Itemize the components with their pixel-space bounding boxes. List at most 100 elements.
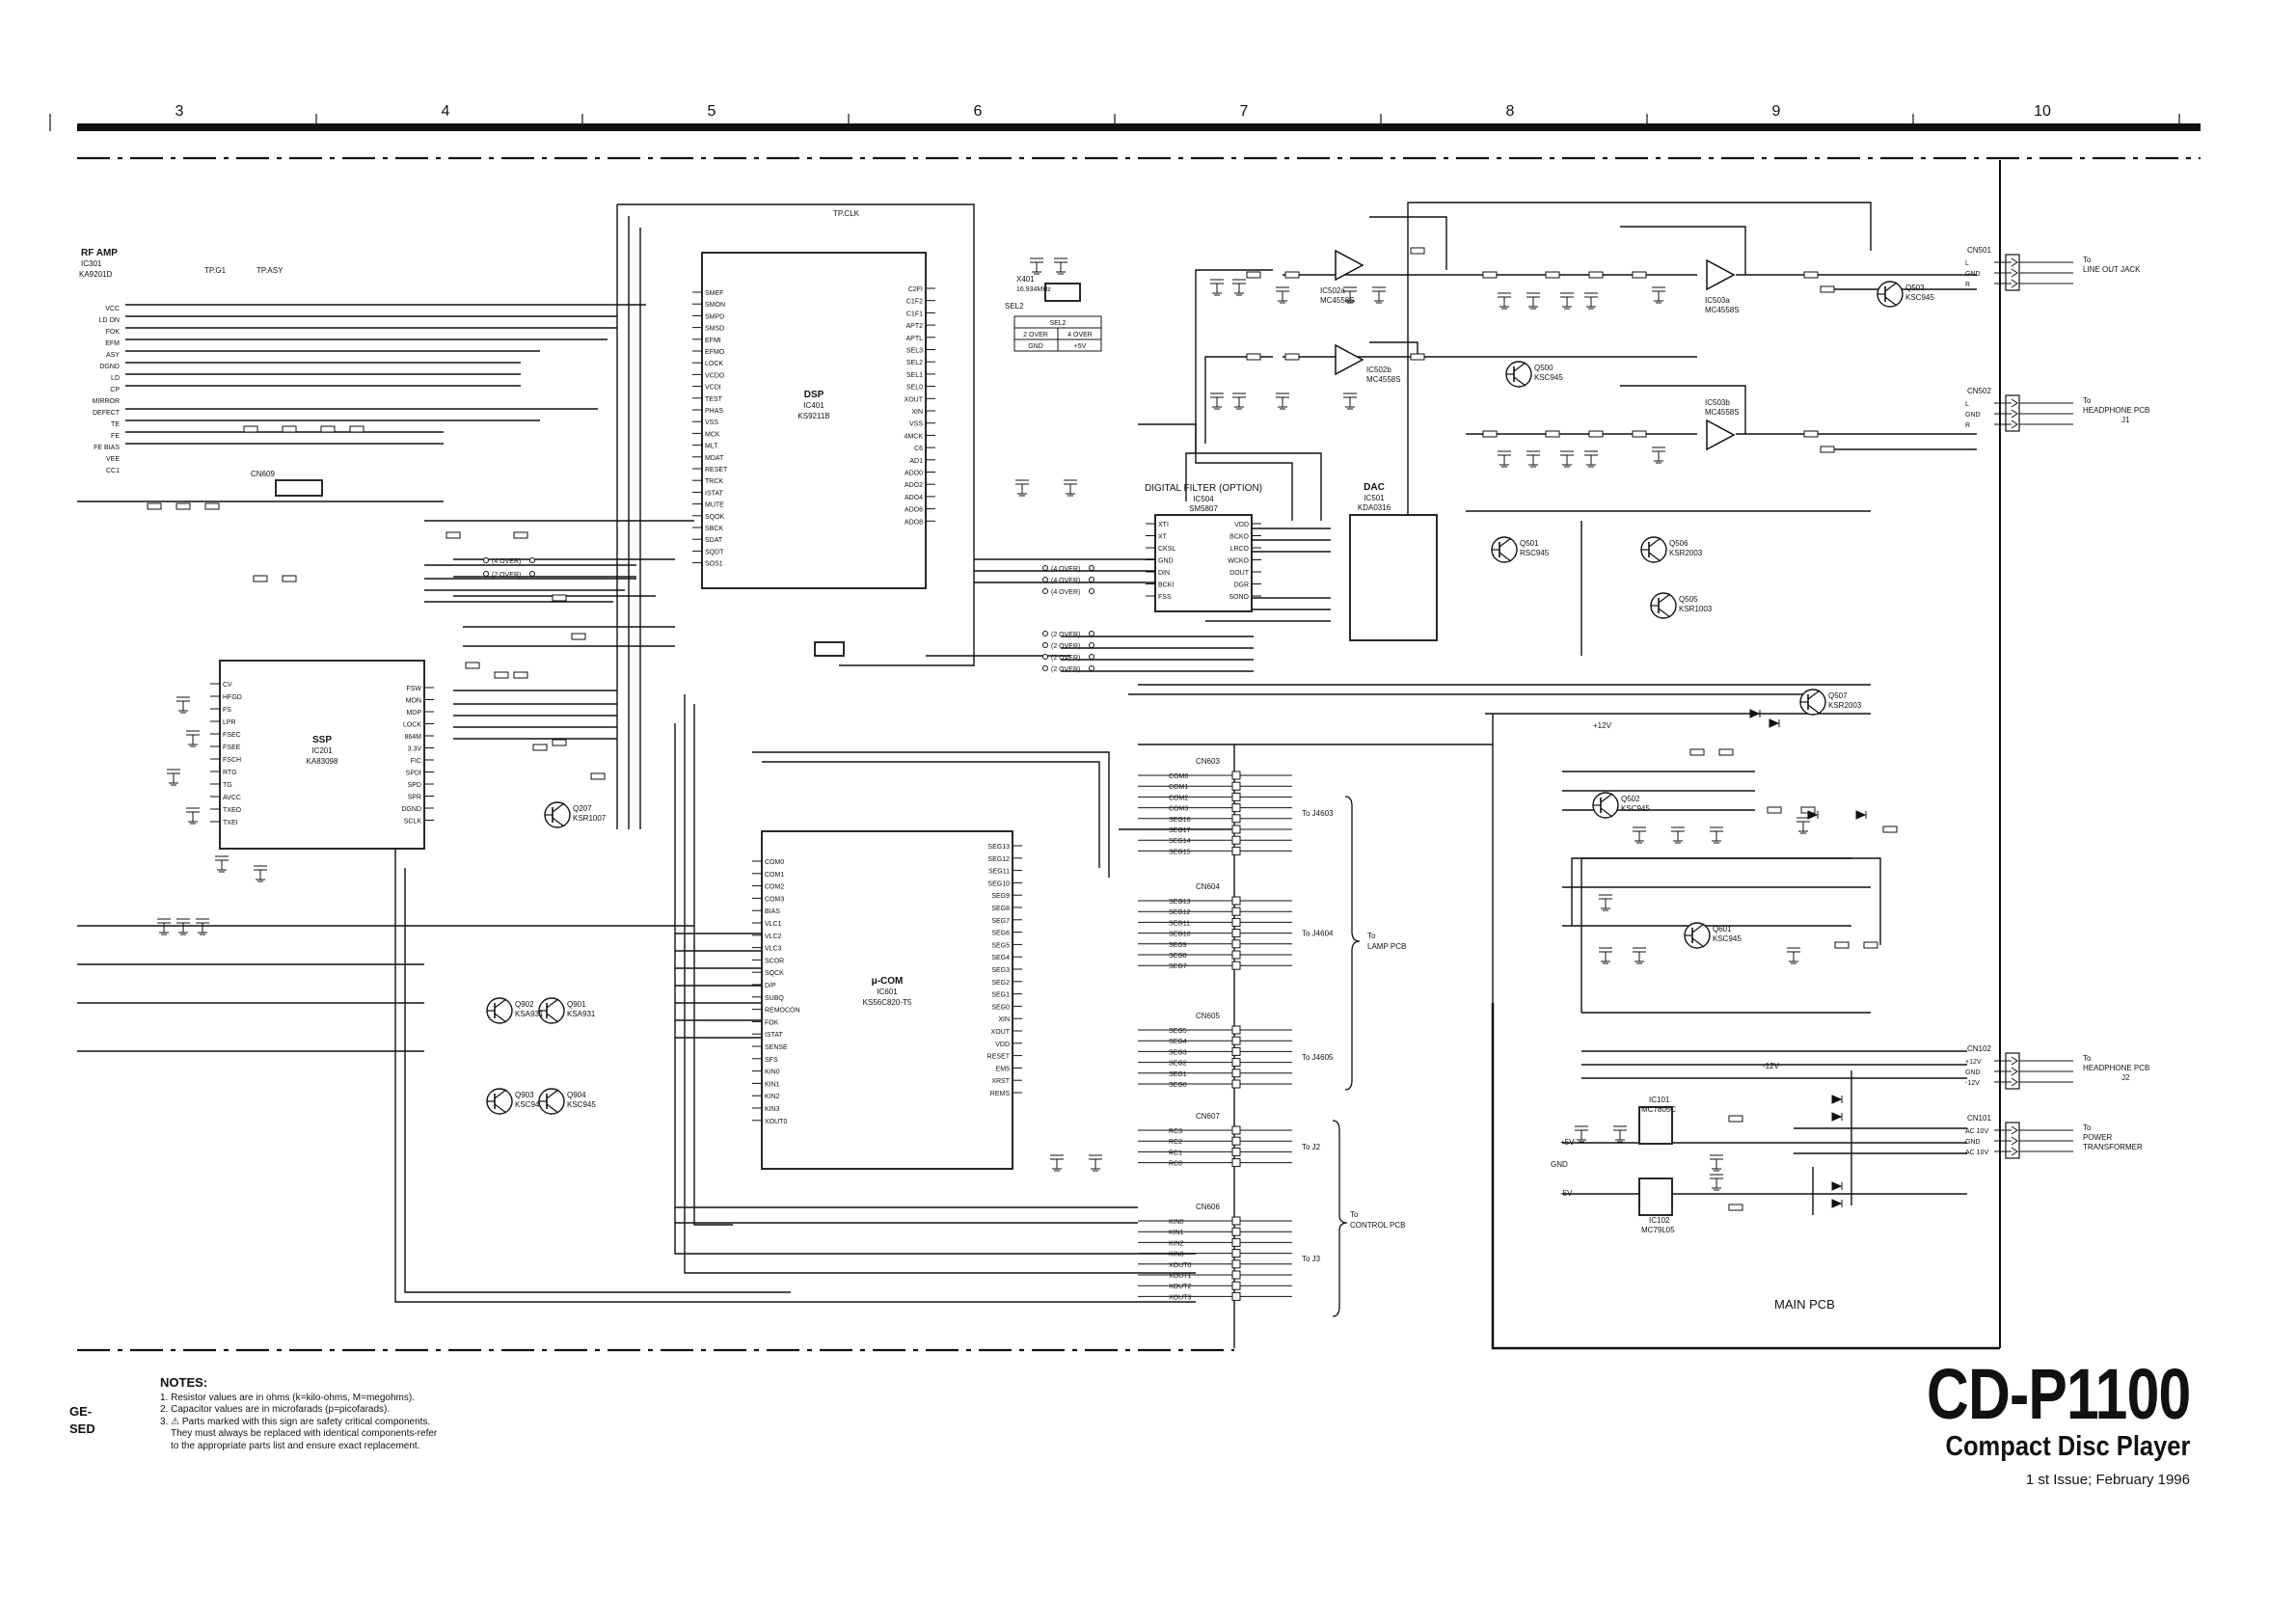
resistor	[204, 502, 220, 510]
dsp-pin-label: PHAS	[705, 408, 723, 415]
connector-pin-label: SEG9	[1169, 942, 1187, 949]
ucom-pin-label: COM2	[765, 884, 784, 891]
dsp-pin-label: ADO6	[905, 507, 923, 514]
connector-pin-label: SEG11	[1169, 920, 1190, 927]
ucom-pin-label: EM5	[996, 1066, 1011, 1072]
output-pin-label: AC 10V	[1965, 1128, 1988, 1135]
output-destination: To	[2083, 1123, 2092, 1132]
resistor	[513, 531, 528, 539]
over-label: (4 OVER)	[1051, 566, 1080, 573]
transistor-ref: Q501	[1520, 539, 1539, 548]
diode	[1749, 709, 1761, 718]
resistor	[176, 502, 191, 510]
ucom-pin-label: COM0	[765, 859, 784, 866]
output-suffix: J1	[2121, 416, 2130, 424]
ssp-pin-label: FSW	[406, 686, 421, 692]
ssp-pin-label: FSEC	[223, 732, 241, 739]
rail-minus5: -5V	[1560, 1189, 1573, 1198]
connector-pin-label: RC2	[1169, 1139, 1182, 1146]
resistor	[243, 425, 258, 433]
sel-table-r0c0: 2 OVER	[1023, 332, 1048, 338]
ic101-chip	[1638, 1106, 1673, 1145]
transistor-ref: Q901	[567, 1000, 586, 1009]
dsp-pin-label: RESET	[705, 467, 728, 474]
resistor	[1284, 271, 1300, 279]
connector-pin-label: KIN1	[1169, 1230, 1184, 1236]
dsp-pin-label: SMSD	[705, 326, 724, 333]
rf-amp-part: KA9201D	[79, 270, 112, 279]
resistor	[552, 594, 567, 602]
resistor	[1803, 271, 1819, 279]
ucom-pin-label: SEG8	[991, 906, 1010, 912]
ssp-title: SSP	[312, 735, 332, 745]
sel-table-title: SEL2	[1049, 320, 1066, 327]
cut-label-1: GE-	[69, 1404, 93, 1419]
ucom-pin-label: SEG1	[991, 992, 1010, 999]
pin-stubs	[210, 287, 1261, 1122]
dsp-pin-label: ADO0	[905, 471, 923, 477]
svg-text:IC503a: IC503a	[1705, 296, 1730, 305]
connector-pin-label: RC0	[1169, 1161, 1182, 1168]
opamp-ic503b: IC503b MC4558S	[1705, 398, 1740, 451]
connector-pin-label: SEG2	[1169, 1061, 1187, 1068]
transistor-ref: Q505	[1679, 595, 1698, 604]
cut-edge-labels: GE- SED	[69, 1403, 95, 1438]
transistor-ref: Q507	[1828, 691, 1848, 700]
ic102-ref: IC102	[1649, 1216, 1670, 1225]
connector-destination: To J4603	[1302, 809, 1334, 818]
ucom-pin-label: KIN1	[765, 1081, 780, 1088]
ssp-pin-label: 864M	[404, 734, 421, 741]
column-number: 8	[1506, 103, 1515, 120]
output-pin-label: +12V	[1965, 1059, 1982, 1066]
title-block: CD-P1100 Compact Disc Player 1 st Issue;…	[1869, 1358, 2191, 1489]
resistor	[1545, 430, 1560, 438]
opamp-ic502a: IC502a MC4558S	[1320, 249, 1364, 305]
transistor-part: KSA931	[567, 1010, 596, 1018]
svg-text:MC4558S: MC4558S	[1320, 296, 1355, 305]
filter-pin-label: BCKO	[1229, 534, 1249, 541]
resistor	[1820, 285, 1835, 293]
notes-block: NOTES: 1. Resistor values are in ohms (k…	[160, 1376, 565, 1452]
over-labels: (4 OVER)(2 OVER)(4 OVER)(4 OVER)(4 OVER)…	[483, 557, 1094, 673]
ucom-ref: IC601	[877, 988, 898, 996]
ic101-ref: IC101	[1649, 1096, 1670, 1104]
ssp-chip	[219, 660, 425, 850]
rf-amp-pin-label: DGND	[99, 364, 120, 370]
connector-pin-label: COM0	[1169, 773, 1188, 780]
transistor-ref: Q903	[515, 1091, 534, 1099]
sel-table-r1c0: GND	[1028, 343, 1043, 350]
ucom-pin-label: SFS	[765, 1057, 778, 1064]
dsp-pin-label: XOUT	[905, 396, 924, 403]
output-pin-label: L	[1965, 260, 1969, 267]
resistor	[1820, 446, 1835, 453]
diode	[1807, 810, 1819, 820]
ucom-pin-label: COM3	[765, 896, 784, 903]
connector-pin-label: COM1	[1169, 784, 1188, 791]
transistor-part: KSC945	[1905, 293, 1934, 302]
resistor	[552, 739, 567, 746]
transistor-part: RSC945	[1520, 549, 1550, 557]
connector-name: CN604	[1196, 882, 1220, 891]
passive-components	[147, 247, 1898, 1211]
transistor-ref: Q904	[567, 1091, 586, 1099]
ssp-pin-label: LPR	[223, 719, 236, 726]
filter-pin-label: LRCO	[1230, 546, 1250, 553]
dsp-chip	[701, 252, 927, 589]
ucom-pin-label: COM1	[765, 872, 784, 879]
dsp-pin-label: APT2	[905, 323, 923, 330]
connector-pin-label: SEG8	[1169, 953, 1187, 960]
connector-pin-label: SEG15	[1169, 849, 1191, 855]
resistor	[1718, 748, 1734, 756]
column-number: 5	[708, 103, 716, 120]
main-pcb-label: MAIN PCB	[1774, 1297, 1835, 1312]
filter-chip	[1154, 514, 1253, 612]
ic102-chip	[1638, 1177, 1673, 1216]
transistor-ref: Q503	[1905, 284, 1925, 292]
dsp-pin-label: SEL2	[906, 360, 923, 366]
column-number: 10	[2034, 103, 2051, 120]
